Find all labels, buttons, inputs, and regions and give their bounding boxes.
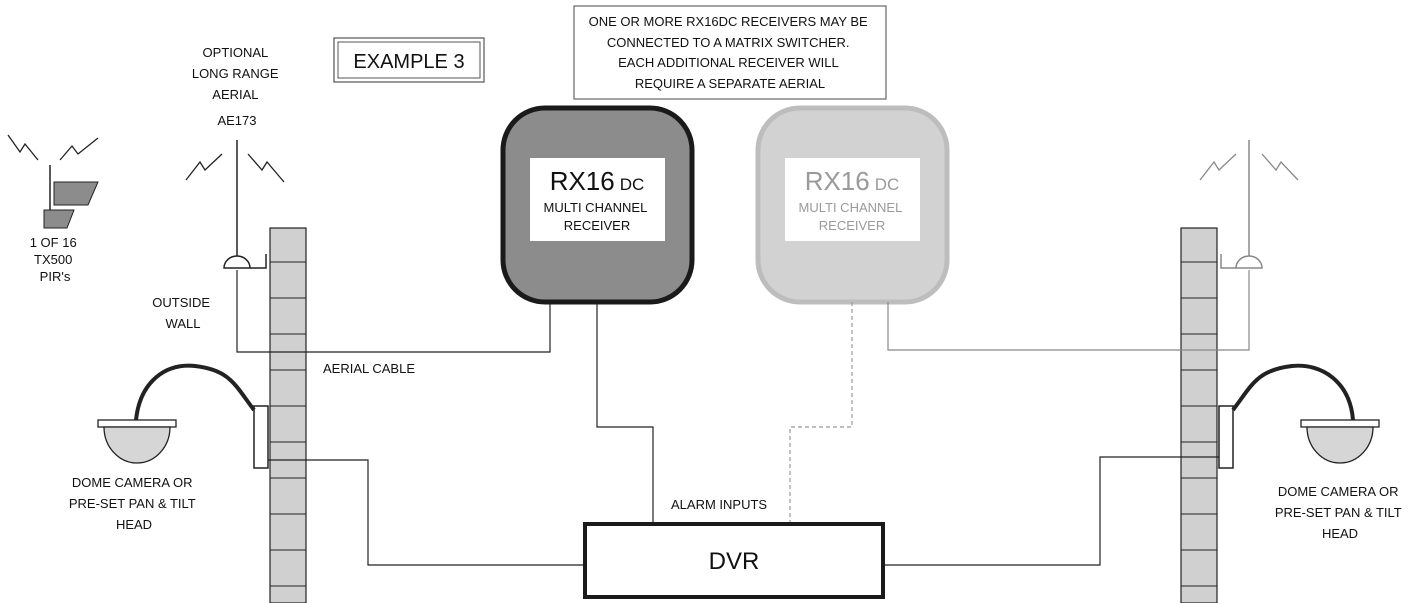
left-wall — [269, 227, 307, 603]
aerial-label: OPTIONAL LONG RANGE AERIAL AE173 — [192, 45, 282, 128]
note-line: CONNECTED TO A MATRIX SWITCHER. — [607, 35, 850, 50]
note-line: EACH ADDITIONAL RECEIVER WILL — [618, 55, 838, 70]
aerial-cable-left — [236, 270, 551, 353]
alarm-inputs-label: ALARM INPUTS — [671, 497, 767, 512]
receiver-to-dvr-cable — [596, 302, 654, 524]
note-line: REQUIRE A SEPARATE AERIAL — [635, 76, 825, 91]
receiver-primary: RX16 DC MULTI CHANNEL RECEIVER — [500, 105, 695, 305]
example-title-box: EXAMPLE 3 — [333, 37, 485, 83]
svg-text:MULTI CHANNEL RECEIVER: MULTI CHANNEL RECEIVER — [544, 200, 651, 233]
receiver-secondary-model: RX16 — [805, 166, 870, 196]
receiver-secondary-line2: RECEIVER — [819, 218, 885, 233]
receiver-primary-suffix: DC — [620, 175, 645, 194]
wall-label: OUTSIDE WALL — [152, 295, 213, 331]
note-box: ONE OR MORE RX16DC RECEIVERS MAY BE CONN… — [573, 5, 887, 100]
dome-camera-right-icon — [1218, 363, 1380, 469]
svg-text:ONE OR MORE RX16DC RECEIVERS M: ONE OR MORE RX16DC RECEIVERS MAY BE CONN… — [589, 14, 872, 91]
example-title: EXAMPLE 3 — [353, 51, 464, 73]
svg-text:RX16DC: RX16 DC — [805, 166, 900, 196]
dome-camera-left-icon — [97, 363, 269, 469]
dome-left-label: DOME CAMERA OR PRE-SET PAN & TILT HEAD — [69, 475, 199, 532]
receiver-secondary: RX16 DC MULTI CHANNEL RECEIVER — [755, 105, 950, 305]
receiver-primary-line2: RECEIVER — [564, 218, 630, 233]
aerial-cable-label: AERIAL CABLE — [323, 361, 415, 376]
secondary-receiver-to-dvr-cable — [789, 302, 853, 524]
svg-text:MULTI CHANNEL RECEIVER: MULTI CHANNEL RECEIVER — [799, 200, 906, 233]
pir-label: 1 OF 16 TX500 PIR's — [30, 235, 81, 284]
dvr-label: DVR — [709, 548, 760, 575]
receiver-primary-line1: MULTI CHANNEL — [544, 200, 648, 215]
pir-sensor-icon — [7, 134, 99, 229]
receiver-primary-model: RX16 — [550, 166, 615, 196]
note-line: ONE OR MORE RX16DC RECEIVERS MAY BE — [589, 14, 868, 29]
dome-left-to-dvr-cable — [268, 459, 585, 566]
right-wall — [1180, 227, 1218, 603]
aerial-left-icon — [185, 140, 285, 269]
svg-text:RX16DC: RX16 DC — [550, 166, 645, 196]
dvr-unit: DVR — [583, 522, 885, 599]
aerial-cable-right — [887, 270, 1250, 351]
dome-right-to-dvr-cable — [883, 456, 1219, 566]
receiver-secondary-line1: MULTI CHANNEL — [799, 200, 903, 215]
receiver-secondary-suffix: DC — [875, 175, 900, 194]
dome-right-label: DOME CAMERA OR PRE-SET PAN & TILT HEAD — [1275, 484, 1405, 541]
aerial-right-icon — [1199, 140, 1299, 269]
